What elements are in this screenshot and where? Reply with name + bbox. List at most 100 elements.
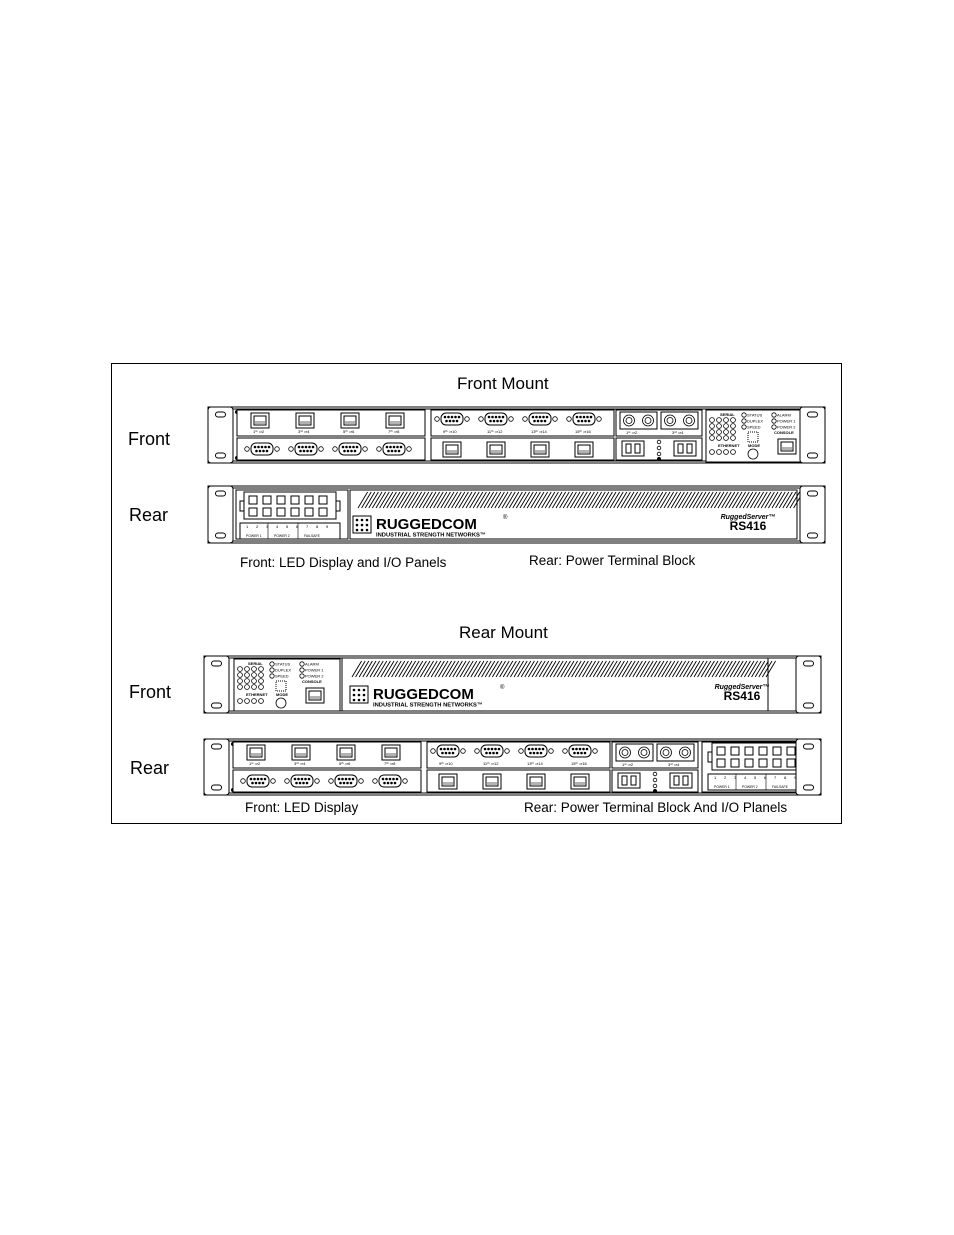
serial-led bbox=[709, 417, 715, 423]
front-mount-caption-right: Rear: Power Terminal Block bbox=[529, 553, 696, 568]
serial-led bbox=[716, 423, 722, 429]
db9-pin bbox=[381, 777, 385, 781]
db9-pin bbox=[305, 781, 309, 785]
terminal-number: 3 bbox=[734, 775, 737, 780]
serial-led bbox=[237, 684, 243, 690]
fiber-st-core bbox=[685, 417, 693, 424]
ethernet-led bbox=[709, 449, 715, 455]
front-mount-caption-left: Front: LED Display and I/O Panels bbox=[240, 555, 447, 570]
serial-led bbox=[716, 435, 722, 441]
vent-slot bbox=[636, 660, 647, 678]
db9-pin bbox=[582, 747, 585, 751]
vent-slot bbox=[436, 491, 448, 509]
vent-slot bbox=[364, 491, 376, 509]
vent-slot bbox=[760, 491, 772, 509]
db9-screw bbox=[332, 446, 338, 452]
terminal-label-failsafe: FAILSAFE bbox=[304, 534, 321, 538]
vent-slot bbox=[567, 660, 578, 678]
vent-slot bbox=[609, 491, 620, 509]
db9-pin bbox=[531, 747, 534, 751]
db9-pin bbox=[301, 445, 304, 449]
ear-slot bbox=[211, 702, 222, 709]
vent-slot bbox=[618, 660, 629, 678]
vent-slot bbox=[397, 491, 408, 509]
led-serial-label: SERIAL bbox=[248, 661, 263, 666]
logo-dot bbox=[357, 698, 361, 702]
vent-slot bbox=[643, 660, 654, 678]
db9-pin bbox=[345, 445, 348, 449]
db9-screw bbox=[518, 748, 524, 754]
rear-mount-rear-label: Rear bbox=[130, 758, 170, 778]
vent-slot bbox=[747, 660, 758, 678]
db9-pin bbox=[576, 751, 580, 755]
vent-slot bbox=[373, 660, 384, 678]
vent-slot bbox=[552, 491, 563, 509]
db9-pin bbox=[399, 445, 403, 449]
status-led-label: STATUS bbox=[275, 662, 291, 667]
vent-slot bbox=[372, 491, 383, 509]
vent-slot bbox=[488, 660, 499, 678]
db9-pin bbox=[302, 449, 306, 453]
db9-pin bbox=[496, 419, 499, 423]
vent-slot bbox=[549, 660, 560, 678]
db9-pin bbox=[260, 445, 264, 449]
vent-slot bbox=[445, 660, 456, 678]
db9-pin bbox=[448, 419, 452, 423]
db9-pin bbox=[253, 445, 257, 449]
db9-pin bbox=[443, 747, 446, 751]
db9-pin bbox=[302, 781, 305, 785]
db9-screw bbox=[522, 416, 528, 422]
db9-connector bbox=[334, 774, 358, 788]
vent-slot bbox=[598, 491, 610, 509]
serial-led bbox=[723, 429, 729, 435]
vent-slot bbox=[470, 660, 481, 678]
vent-slot bbox=[484, 660, 496, 678]
fiber-led bbox=[656, 451, 662, 457]
vent-slot bbox=[366, 660, 377, 678]
mount-ear bbox=[207, 485, 234, 544]
db9-pin bbox=[390, 781, 393, 785]
vent-slot bbox=[642, 491, 653, 509]
terminal-label-power2: POWER 2 bbox=[274, 534, 290, 538]
logo-dot bbox=[360, 518, 364, 522]
vent-slot bbox=[577, 491, 588, 509]
terminal-screw-top bbox=[290, 495, 300, 505]
vent-slot bbox=[744, 660, 755, 678]
vent-slot bbox=[595, 491, 606, 509]
fiber-sc-socket bbox=[677, 443, 684, 454]
status-led-label: DUPLEX bbox=[747, 419, 763, 424]
db9-pin bbox=[258, 781, 261, 785]
vent-slot bbox=[585, 660, 596, 678]
serial-port-label: 9ᵗʰ ⇒10 bbox=[443, 429, 457, 434]
vent-slot bbox=[393, 491, 404, 509]
vent-slot bbox=[429, 491, 440, 509]
terminal-label-strip bbox=[239, 522, 341, 540]
vent-slot bbox=[714, 491, 725, 509]
db9-screw bbox=[244, 446, 250, 452]
vent-slot bbox=[505, 491, 516, 509]
terminal-number: 1 bbox=[246, 524, 249, 529]
ethernet-led bbox=[716, 449, 722, 455]
vent-slot bbox=[405, 660, 416, 678]
vent-slot bbox=[408, 491, 419, 509]
vent-slot bbox=[740, 660, 751, 678]
vent-slot bbox=[758, 660, 769, 678]
db9-pin bbox=[495, 751, 499, 755]
db9-pin bbox=[257, 445, 260, 449]
terminal-number: 5 bbox=[286, 524, 289, 529]
logo-dot bbox=[357, 688, 361, 692]
db9-screw bbox=[434, 416, 440, 422]
vent-slot bbox=[735, 491, 746, 509]
vent-slot bbox=[448, 660, 460, 678]
vent-slot bbox=[656, 491, 667, 509]
db9-connector bbox=[572, 412, 596, 426]
vent-slot bbox=[423, 660, 434, 678]
db9-pin bbox=[571, 747, 575, 751]
vent-slot bbox=[645, 491, 656, 509]
serial-io-module-a bbox=[232, 769, 422, 793]
vent-slot bbox=[415, 491, 426, 509]
eth-port-label: 1ˢᵗ ⇒2 bbox=[249, 761, 261, 766]
vent-slot bbox=[757, 491, 768, 509]
vent-slot bbox=[469, 491, 480, 509]
